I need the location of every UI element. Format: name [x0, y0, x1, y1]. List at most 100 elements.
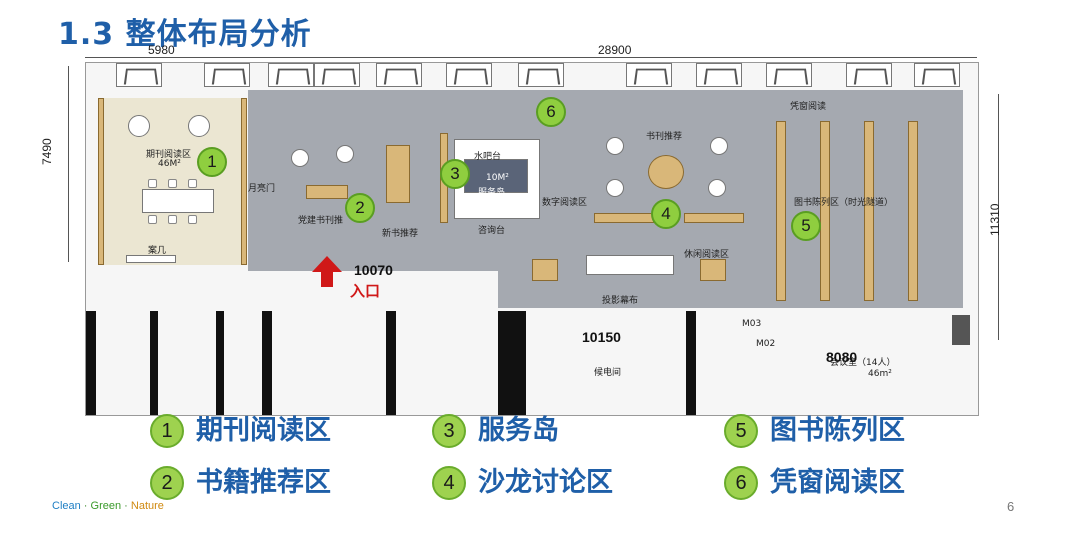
- zone-badge-4: 4: [651, 199, 681, 229]
- round-table: [708, 179, 726, 197]
- structural-wall: [150, 311, 158, 415]
- legend-label-2: 书籍推荐区: [196, 467, 331, 498]
- label-new-books: 新书推荐: [382, 229, 419, 239]
- label-window-reading: 凭窗阅读: [790, 102, 827, 112]
- legend-row-2: 2 书籍推荐区 4 沙龙讨论区 6 凭窗阅读区: [150, 466, 950, 502]
- label-elevator-room: 候电间: [594, 368, 622, 378]
- chair: [188, 215, 197, 224]
- brand-separator: ·: [80, 500, 91, 512]
- entrance-arrow-icon: [312, 256, 342, 272]
- zone-badge-1: 1: [197, 147, 227, 177]
- zone-badge-2: 2: [345, 193, 375, 223]
- label-water-bar: 水吧台: [474, 152, 502, 162]
- bench: [684, 213, 744, 223]
- main-floor-lower: [498, 263, 963, 308]
- zone-badge-5: 5: [791, 211, 821, 241]
- label-meeting-size: 46m²: [868, 369, 892, 379]
- dimension-line-left: [68, 66, 69, 262]
- low-cabinet: [532, 259, 558, 281]
- brand-clean: Clean: [52, 500, 81, 512]
- legend-badge-5: 5: [724, 414, 758, 448]
- dimension-top-total: 28900: [598, 43, 632, 57]
- label-periodical-area: 期刊阅读区: [146, 150, 192, 160]
- label-moon-gate: 月亮门: [248, 184, 276, 194]
- structural-wall: [86, 311, 96, 415]
- dimension-entrance-width: 10070: [354, 262, 393, 278]
- label-digital-area: 数字阅读区: [542, 198, 588, 208]
- brand-green: Green: [90, 500, 122, 512]
- label-case-table: 案几: [148, 246, 167, 256]
- dimension-right-width: 8080: [826, 349, 858, 365]
- chair: [168, 215, 177, 224]
- label-book-recommend: 书刊推荐: [646, 132, 683, 142]
- bench: [594, 213, 654, 223]
- dimension-line-top: [85, 57, 977, 58]
- window: [268, 63, 314, 87]
- legend-label-3: 服务岛: [478, 415, 559, 446]
- label-m02: M02: [756, 339, 776, 349]
- service-desk: [464, 159, 528, 193]
- structural-wall: [216, 311, 224, 415]
- case-table: [126, 255, 176, 263]
- window: [314, 63, 360, 87]
- wall-shelf: [241, 98, 247, 265]
- chair: [188, 179, 197, 188]
- label-party-books: 党建书刊推: [298, 216, 344, 226]
- window: [116, 63, 162, 87]
- round-table: [291, 149, 309, 167]
- window: [696, 63, 742, 87]
- label-consult-desk: 咨询台: [478, 226, 506, 236]
- long-bookshelf: [864, 121, 874, 301]
- dimension-left-height: 7490: [40, 138, 54, 165]
- main-floor: [248, 90, 963, 266]
- label-service-island: 服务岛: [478, 188, 506, 198]
- label-service-size: 10M²: [486, 173, 509, 183]
- legend-row-1-clip: 1 期刊阅读区 3 服务岛 5 图书陈列区: [150, 414, 950, 450]
- round-table: [606, 179, 624, 197]
- round-table: [606, 137, 624, 155]
- entrance-arrow-stem: [321, 271, 333, 287]
- round-display: [648, 155, 684, 189]
- dimension-mid-width: 10150: [582, 329, 621, 345]
- window: [766, 63, 812, 87]
- brand-slogan: Clean · Green · Nature: [52, 500, 164, 512]
- dimension-line-right: [998, 94, 999, 340]
- window: [518, 63, 564, 87]
- structural-wall: [952, 315, 970, 345]
- floor-plan: 期刊阅读区 46M² 案几 月亮门 党建书刊推 新书推荐 水吧台 10M² 服务…: [85, 62, 979, 416]
- legend-badge-2: 2: [150, 466, 184, 500]
- long-table: [142, 189, 214, 213]
- label-projection: 投影幕布: [602, 296, 639, 306]
- brand-nature: Nature: [130, 500, 164, 512]
- window: [376, 63, 422, 87]
- dimension-top-left: 5980: [148, 43, 175, 57]
- brand-separator: ·: [121, 500, 131, 512]
- round-table: [188, 115, 210, 137]
- structural-wall: [262, 311, 272, 415]
- legend-badge-6: 6: [724, 466, 758, 500]
- legend-badge-4: 4: [432, 466, 466, 500]
- entrance-floor: [248, 263, 498, 271]
- page-number: 6: [1007, 499, 1015, 514]
- legend-badge-3: 3: [432, 414, 466, 448]
- chair: [168, 179, 177, 188]
- label-periodical-size: 46M²: [158, 159, 181, 169]
- chair: [148, 215, 157, 224]
- dimension-right-height: 11310: [988, 203, 1002, 236]
- page-title: 1.3 整体布局分析: [58, 17, 312, 52]
- legend-label-1: 期刊阅读区: [196, 415, 331, 446]
- window: [446, 63, 492, 87]
- zone-badge-6: 6: [536, 97, 566, 127]
- label-display-area: 图书陈列区（时光隧道）: [794, 198, 894, 208]
- window: [626, 63, 672, 87]
- structural-wall: [686, 311, 696, 415]
- display-table: [306, 185, 348, 199]
- legend-row-1: 1 期刊阅读区 3 服务岛 5 图书陈列区: [150, 414, 950, 450]
- long-bookshelf: [820, 121, 830, 301]
- legend-label-5: 图书陈列区: [770, 415, 905, 446]
- chair: [148, 179, 157, 188]
- legend-label-6: 凭窗阅读区: [770, 467, 905, 498]
- low-cabinet: [700, 259, 726, 281]
- label-m03: M03: [742, 319, 762, 329]
- long-bookshelf: [908, 121, 918, 301]
